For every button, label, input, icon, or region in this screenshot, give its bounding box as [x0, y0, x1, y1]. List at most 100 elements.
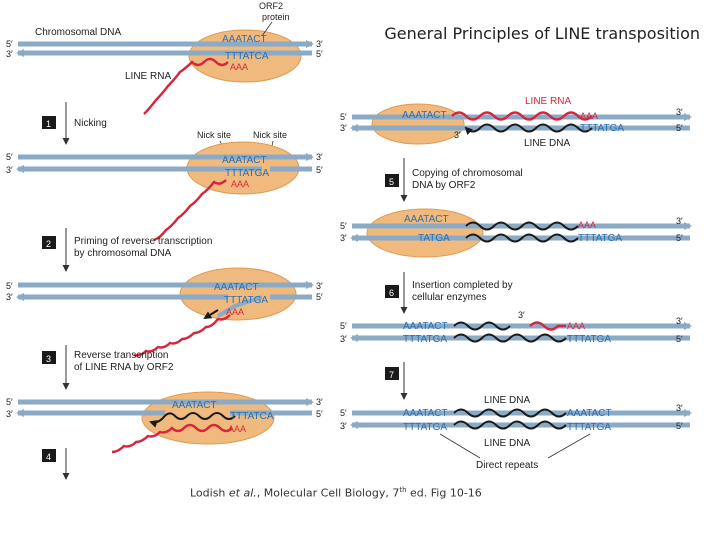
step-7-badge: [385, 367, 399, 380]
step-3-number: 3: [46, 354, 51, 364]
end-5-bottom-right: 5′: [676, 233, 683, 243]
polya: AAA: [578, 220, 596, 230]
seq-top: AAATACT: [404, 214, 449, 225]
seq-bottom: TTTATGA: [580, 123, 624, 134]
step-3-badge: [42, 351, 56, 364]
seq-top: AAATACT: [403, 408, 448, 419]
step-2-badge: [42, 236, 56, 249]
orf2-protein-blob: [179, 267, 297, 321]
step-5-text-line1: Copying of chromosomal: [412, 168, 523, 179]
end-3-top-right: 3′: [316, 397, 323, 407]
end-5-top: 5′: [340, 321, 347, 331]
step-6-text-line1: Insertion completed by: [412, 280, 513, 291]
seq-bottom: TTTATGA: [567, 422, 611, 433]
seq-top: AAATACT: [214, 282, 259, 293]
seq-bottom: TTTATCA: [225, 51, 269, 62]
bottom-strand-primer: [216, 295, 263, 318]
line-rna-remnant: [529, 321, 566, 331]
end-3-bottom: 3′: [340, 123, 347, 133]
step-6-text-line2: cellular enzymes: [412, 292, 486, 303]
end-3-newdna: 3′: [518, 310, 525, 320]
end-5-bottom-right: 5′: [316, 409, 323, 419]
end-3-top-right: 3′: [316, 152, 323, 162]
polya: AAA: [226, 307, 244, 317]
end-3-bottom: 3′: [340, 233, 347, 243]
citation-source: , Molecular Cell Biology, 7: [256, 486, 400, 500]
end-5-top: 5′: [340, 112, 347, 122]
step-5-text-line2: DNA by ORF2: [412, 180, 476, 191]
step-1-badge: [42, 116, 56, 129]
step-2-number: 2: [46, 239, 51, 249]
end-3-bottom: 3′: [6, 292, 13, 302]
end-5-top: 5′: [6, 397, 13, 407]
orf2-leader-line: [261, 21, 273, 37]
seq-bottom: TTTATGA: [224, 295, 268, 306]
end-5-bottom-right: 5′: [676, 334, 683, 344]
end-3-cdna: 3′: [454, 130, 461, 140]
end-3-top-right: 3′: [676, 403, 683, 413]
end-5-bottom-right: 5′: [316, 49, 323, 59]
line-dna-insert-bottom: [453, 420, 567, 430]
step-2-text-line2: by chromosomal DNA: [74, 248, 172, 259]
step-4-number: 4: [46, 452, 51, 462]
seq-bottom: TTTATGA: [403, 334, 447, 345]
seq-top: AAATACT: [222, 34, 267, 45]
line-dna-label-top: LINE DNA: [484, 395, 530, 406]
end-3-bottom: 3′: [6, 409, 13, 419]
step-7-number: 7: [389, 370, 394, 380]
step-2-text-line1: Priming of reverse transcription: [74, 236, 212, 247]
step-1-text: Nicking: [74, 118, 107, 129]
step-1-number: 1: [46, 119, 51, 129]
line-dna-cdna-top: [465, 221, 579, 231]
step-5-badge: [385, 174, 399, 187]
orf2-protein-label: protein: [262, 12, 290, 22]
end-3-top-right: 3′: [676, 316, 683, 326]
seq-bottom: TTTATGA: [578, 233, 622, 244]
seq-tatga: TATGA: [418, 233, 450, 244]
polya: AAA: [228, 424, 246, 434]
citation-tail: ed. Fig 10-16: [406, 486, 482, 500]
end-5-top: 5′: [340, 408, 347, 418]
end-3-top-right: 3′: [316, 39, 323, 49]
line-rna-label: LINE RNA: [525, 96, 571, 107]
seq-bottom: TTTATGA: [567, 334, 611, 345]
line-dna-label: LINE DNA: [524, 138, 570, 149]
primer-extension: [203, 309, 219, 320]
end-5-top: 5′: [6, 281, 13, 291]
end-5-top: 5′: [6, 152, 13, 162]
line-dna-cdna-bottom: [453, 333, 567, 343]
slide-title: General Principles of LINE transposition: [384, 24, 700, 43]
seq-bottom: TTTATGA: [403, 422, 447, 433]
line-rna-label: LINE RNA: [125, 71, 171, 82]
line-dna-cdna: [464, 123, 593, 136]
end-3-bottom: 3′: [6, 165, 13, 175]
seq-top: AAATACT: [222, 155, 267, 166]
end-3-bottom: 3′: [6, 49, 13, 59]
line-dna-cdna-bottom: [465, 233, 579, 243]
step-5-number: 5: [389, 177, 394, 187]
citation-author: Lodish: [190, 486, 226, 500]
line-dna-cdna: [149, 412, 236, 428]
end-3-top-right: 3′: [676, 107, 683, 117]
seq-top: AAATACT: [172, 400, 217, 411]
end-3-top-right: 3′: [316, 281, 323, 291]
end-5-top: 5′: [6, 39, 13, 49]
seq-top: AAATACT: [567, 408, 612, 419]
end-5-bottom-right: 5′: [676, 123, 683, 133]
line-rna-strand: [111, 423, 233, 454]
seq-bottom: TTTATCA: [230, 411, 274, 422]
polya: AAA: [230, 62, 248, 72]
direct-repeat-pointer-left: [439, 433, 481, 459]
orf2-protein-blob: [371, 103, 465, 145]
line-rna-strand: [143, 57, 229, 115]
step-6-number: 6: [389, 288, 394, 298]
seq-top: AAATACT: [403, 321, 448, 332]
chromosomal-dna-label: Chromosomal DNA: [35, 27, 121, 38]
step-3-text-line2: of LINE RNA by ORF2: [74, 362, 174, 373]
citation: Lodish et al., Molecular Cell Biology, 7…: [190, 486, 530, 500]
end-3-bottom: 3′: [340, 421, 347, 431]
end-5-bottom-right: 5′: [316, 292, 323, 302]
line-dna-label-bottom: LINE DNA: [484, 438, 530, 449]
